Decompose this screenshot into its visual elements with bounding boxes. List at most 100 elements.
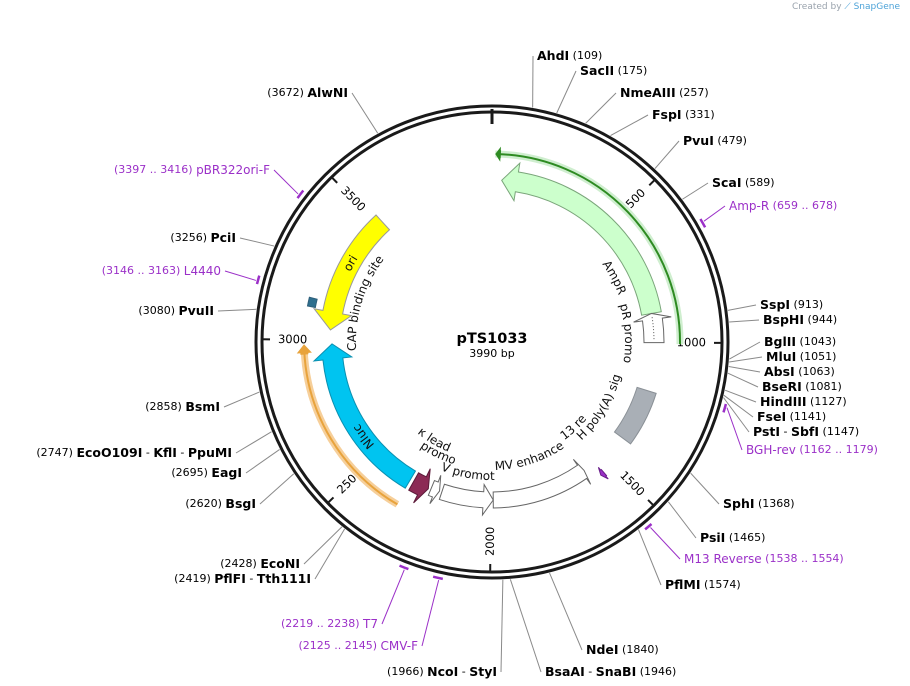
svg-text:(2858) BsmI: (2858) BsmI (145, 399, 220, 414)
enzyme-site-bsgi[interactable]: (2620) BsgI (185, 496, 256, 511)
enzyme-site-pflfi[interactable]: (2419) PflFI - Tth111I (174, 571, 311, 586)
leader-hindiii (724, 389, 757, 403)
svg-text:(3256) PciI: (3256) PciI (170, 230, 236, 245)
primer-leader-bgh-rev (726, 407, 743, 451)
leader-ncoi (500, 579, 504, 673)
tick-label-2500: 2500 (334, 466, 365, 496)
feature-cmv-enhancer[interactable] (492, 459, 592, 509)
enzyme-site-fspi[interactable]: FspI (331) (652, 107, 715, 122)
primer-leader-amp-r (703, 205, 726, 222)
svg-text:(3146 .. 3163) L4440: (3146 .. 3163) L4440 (102, 264, 221, 278)
svg-text:(2419) PflFI - Tth111I: (2419) PflFI - Tth111I (174, 571, 311, 586)
enzyme-site-alwni[interactable]: (3672) AlwNI (267, 85, 348, 100)
primer-leader-t7 (381, 569, 405, 625)
enzyme-site-pflmi[interactable]: PflMI (1574) (665, 577, 741, 592)
tick-label-3500: 3500 (338, 183, 368, 214)
enzyme-site-bglii[interactable]: BglII (1043) (764, 334, 836, 349)
enzyme-site-ahdi[interactable]: AhdI (109) (537, 48, 602, 63)
leader-pflmi (638, 529, 662, 586)
svg-text:PstI - SbfI (1147): PstI - SbfI (1147) (753, 424, 859, 439)
feature-cap[interactable] (306, 296, 318, 309)
enzyme-site-sspi[interactable]: SspI (913) (760, 297, 823, 312)
svg-text:BglII (1043): BglII (1043) (764, 334, 836, 349)
primer-l4440[interactable]: (3146 .. 3163) L4440 (102, 264, 221, 278)
leader-scai (682, 182, 709, 200)
leader-alwni (351, 92, 379, 134)
enzyme-site-pvui[interactable]: PvuI (479) (683, 133, 747, 148)
leader-pcii (239, 237, 275, 247)
enzyme-site-pvuii[interactable]: (3080) PvuII (138, 303, 214, 318)
enzyme-site-absi[interactable]: AbsI (1063) (764, 364, 835, 379)
tick-label-3000: 3000 (278, 332, 307, 346)
svg-text:(2620) BsgI: (2620) BsgI (185, 496, 256, 511)
feature-t7-promoter[interactable] (427, 475, 442, 504)
ampr-orf-outline (497, 153, 682, 345)
enzyme-site-psii[interactable]: PsiI (1465) (700, 530, 765, 545)
svg-text:(2695) EagI: (2695) EagI (171, 465, 242, 480)
primer-t7[interactable]: (2219 .. 2238) T7 (281, 617, 378, 631)
svg-text:SphI (1368): SphI (1368) (723, 496, 795, 511)
feature-cmv-promoter[interactable] (438, 482, 494, 517)
backbone-outer-ring (254, 104, 730, 580)
enzyme-site-bsmi[interactable]: (2858) BsmI (145, 399, 220, 414)
feature-label-ori: ori (340, 253, 360, 274)
svg-text:(2219 .. 2238) T7: (2219 .. 2238) T7 (281, 617, 378, 631)
watermark-prefix: Created by (792, 2, 842, 12)
svg-text:(1966) NcoI - StyI: (1966) NcoI - StyI (387, 664, 497, 679)
svg-text:PvuI (479): PvuI (479) (683, 133, 747, 148)
tick-mark-2500 (327, 496, 335, 504)
svg-text:SacII (175): SacII (175) (580, 63, 647, 78)
enzyme-site-sphi[interactable]: SphI (1368) (723, 496, 795, 511)
tick-label-1000: 1000 (677, 335, 706, 349)
snapgene-watermark: Created by ⟋ SnapGene (792, 2, 900, 12)
feature-ori[interactable] (312, 214, 391, 331)
primer-mark-t7 (399, 564, 409, 571)
enzyme-site-bsphi[interactable]: BspHI (944) (763, 312, 837, 327)
feature-nluc[interactable] (312, 343, 417, 489)
enzyme-site-pcii[interactable]: (3256) PciI (170, 230, 236, 245)
enzyme-site-eagi[interactable]: (2695) EagI (171, 465, 242, 480)
primer-leader-pbr322ori-f (273, 169, 299, 195)
feature-ampr[interactable] (501, 161, 662, 316)
enzyme-site-scai[interactable]: ScaI (589) (712, 175, 775, 190)
enzyme-site-econi[interactable]: (2428) EcoNI (220, 556, 300, 571)
primer-cmv-f[interactable]: (2125 .. 2145) CMV-F (298, 639, 418, 653)
enzyme-site-fsei[interactable]: FseI (1141) (757, 409, 826, 424)
primer-leader-l4440 (224, 270, 257, 281)
svg-text:ScaI (589): ScaI (589) (712, 175, 775, 190)
svg-text:SspI (913): SspI (913) (760, 297, 823, 312)
feature-igk[interactable] (408, 468, 431, 504)
primer-mark-cmv-f (432, 575, 444, 581)
feature-ampr-promoter[interactable] (633, 312, 672, 344)
enzyme-site-hindiii[interactable]: HindIII (1127) (760, 394, 847, 409)
tick-label-2000: 2000 (483, 527, 497, 556)
primer-mark-pbr322ori-f (296, 189, 305, 199)
enzyme-site-sacii[interactable]: SacII (175) (580, 63, 647, 78)
svg-text:BsaAI - SnaBI (1946): BsaAI - SnaBI (1946) (545, 664, 676, 679)
leader-psti (723, 397, 750, 433)
leader-bseri (727, 372, 759, 388)
enzyme-site-mlui[interactable]: MluI (1051) (766, 349, 836, 364)
primer-m13-reverse[interactable]: M13 Reverse (1538 .. 1554) (684, 552, 844, 566)
enzyme-site-bsaai[interactable]: BsaAI - SnaBI (1946) (545, 664, 676, 679)
leader-bsmi (223, 391, 260, 408)
enzyme-site-psti[interactable]: PstI - SbfI (1147) (753, 424, 859, 439)
leader-sspi (727, 304, 757, 311)
feature-label-cmv-enhancer: CMV enhancer (0, 0, 566, 473)
leader-absi (728, 366, 761, 373)
enzyme-site-nmeaiii[interactable]: NmeAIII (257) (620, 85, 709, 100)
svg-text:AhdI (109): AhdI (109) (537, 48, 602, 63)
primer-bgh-rev[interactable]: BGH-rev (1162 .. 1179) (746, 443, 878, 457)
primer-amp-r[interactable]: Amp-R (659 .. 678) (729, 199, 837, 213)
enzyme-site-ndei[interactable]: NdeI (1840) (586, 642, 659, 657)
enzyme-site-ecoo109i[interactable]: (2747) EcoO109I - KflI - PpuMI (36, 445, 232, 460)
primer-pbr322ori-f[interactable]: (3397 .. 3416) pBR322ori-F (114, 163, 270, 177)
plasmid-length: 3990 bp (469, 347, 514, 360)
leader-pvuii (217, 308, 257, 312)
enzyme-site-ncoi[interactable]: (1966) NcoI - StyI (387, 664, 497, 679)
feature-bgh[interactable] (613, 386, 657, 445)
enzyme-site-bseri[interactable]: BseRI (1081) (762, 379, 842, 394)
feature-m13rev[interactable] (597, 467, 609, 480)
plasmid-name: pTS1033 (456, 331, 527, 347)
